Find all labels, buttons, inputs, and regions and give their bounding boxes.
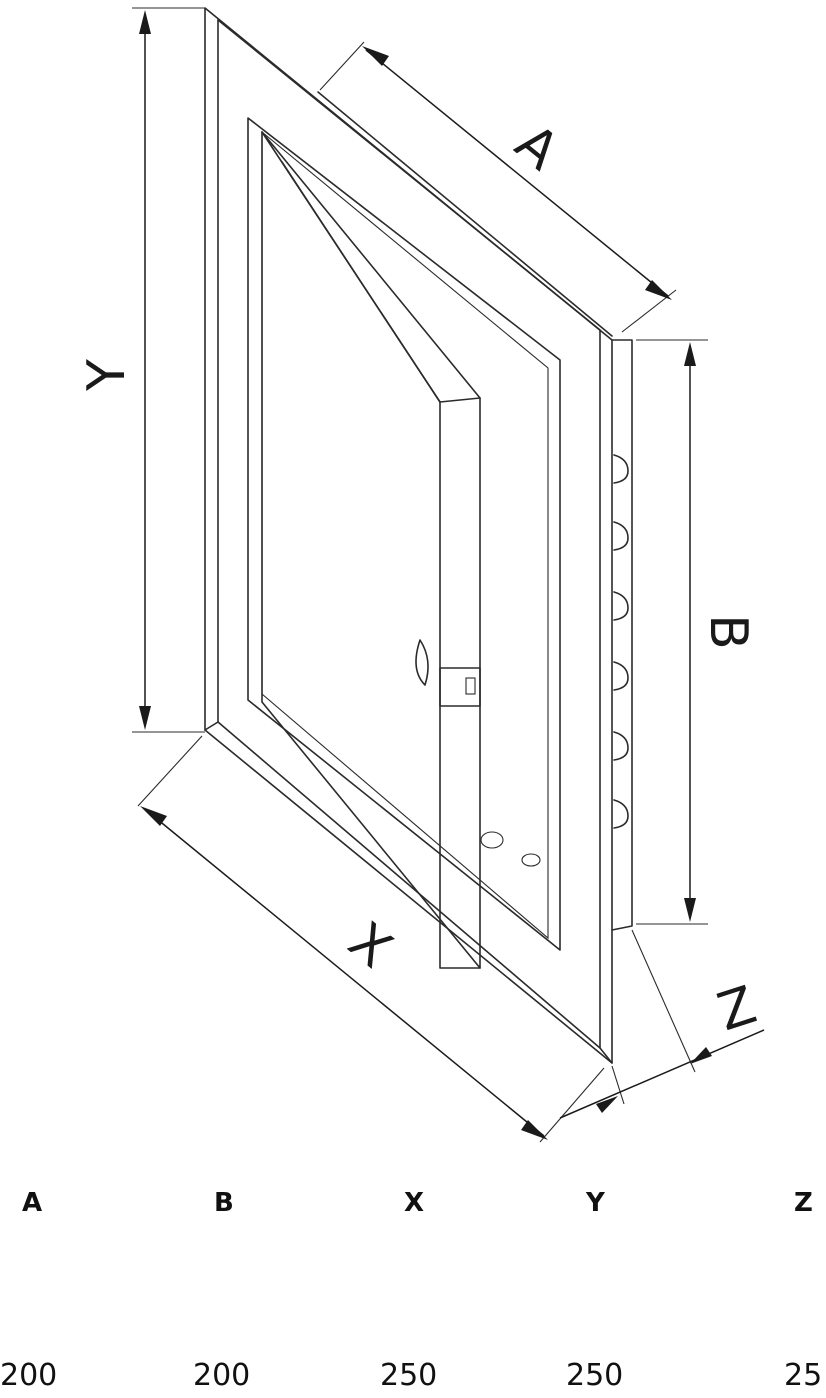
outer-frame	[204, 7, 633, 1064]
access-panel-drawing: Y A B X Z	[77, 7, 765, 1143]
spec-value-a: 200	[0, 1358, 58, 1393]
spec-value-z: 25	[784, 1358, 823, 1393]
hinge-studs	[613, 454, 629, 829]
spec-header-y: Y	[586, 1188, 605, 1218]
spec-header-x: X	[404, 1188, 425, 1218]
dimension-a-label: A	[504, 113, 570, 182]
dimension-b: B	[636, 339, 758, 925]
dimension-x: X	[137, 735, 605, 1143]
spec-value-x: 250	[380, 1358, 438, 1393]
dimension-x-label: X	[337, 911, 402, 980]
inner-opening	[247, 117, 561, 951]
spec-header-b: B	[214, 1188, 234, 1218]
spec-header-z: Z	[794, 1188, 813, 1218]
door-leaf	[261, 131, 541, 969]
dimension-a: A	[319, 41, 677, 333]
spec-table-values: 200 200 250 250 25	[0, 1358, 826, 1398]
dimension-y-label: Y	[77, 359, 137, 392]
dimension-z-label: Z	[711, 975, 763, 1043]
dimension-z: Z	[559, 929, 765, 1119]
spec-value-y: 250	[566, 1358, 624, 1393]
spec-value-b: 200	[193, 1358, 251, 1393]
spec-header-a: A	[22, 1188, 43, 1218]
spec-table-header: A B X Y Z	[0, 1188, 826, 1228]
dimension-b-label: B	[698, 614, 758, 650]
dimension-y: Y	[77, 7, 205, 733]
